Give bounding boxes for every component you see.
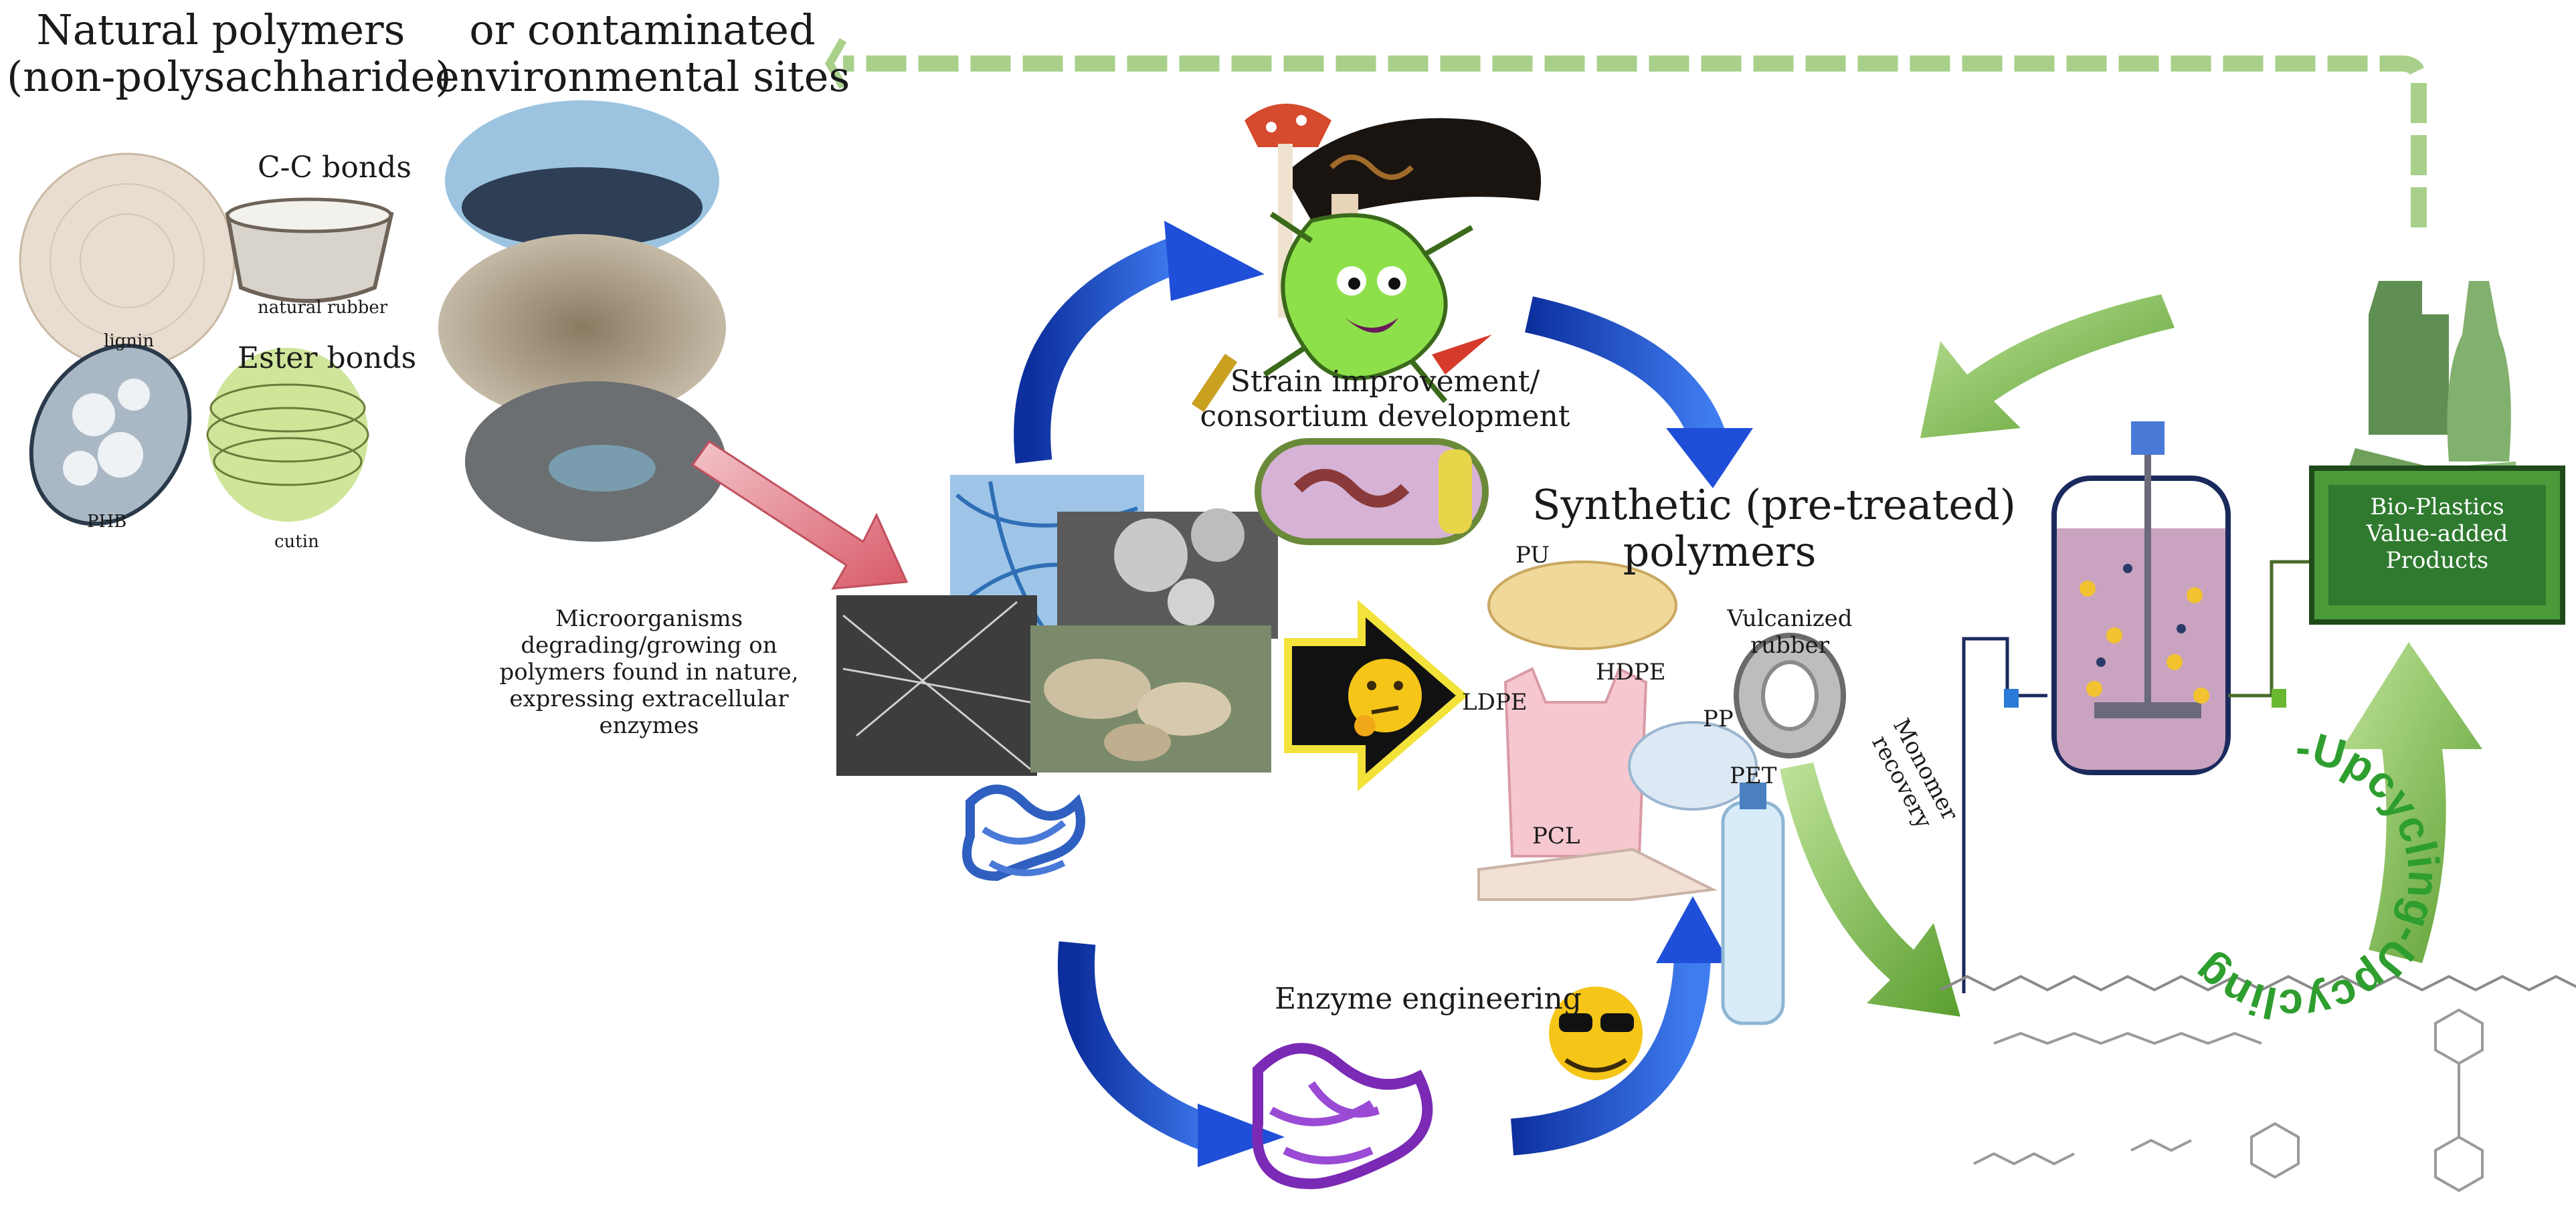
upcycling-text: -Upcycling-Upcycling — [2184, 722, 2449, 1030]
bioplastics-label-line2: Value-added — [2366, 520, 2508, 547]
cutin-image — [207, 348, 368, 522]
cutin-label: cutin — [274, 532, 319, 552]
ldpe-label: LDPE — [1462, 689, 1528, 716]
blue-arrowhead-2 — [1666, 428, 1753, 488]
pu-sponge-image — [1487, 560, 1677, 650]
pu-label: PU — [1515, 542, 1550, 569]
pcl-label: PCL — [1532, 823, 1580, 849]
bioplastics-label: Bio-Plastics Value-added Products — [2328, 494, 2546, 574]
synthetic-polymers-images — [1477, 560, 1846, 1025]
microorganism-images — [836, 475, 1278, 776]
blue-cycle-arrows — [1014, 221, 1753, 1167]
pp-label: PP — [1703, 706, 1734, 732]
microorganisms-label: Microorganisms degrading/growing on poly… — [495, 605, 803, 739]
enzyme-structure-icon — [962, 785, 1433, 1190]
ester-bonds-label: Ester bonds — [238, 341, 417, 375]
synthetic-polymers-title: Synthetic (pre-treated) polymers — [1532, 480, 2016, 576]
vulcanized-rubber-label-line2: rubber — [1750, 632, 1830, 659]
natural-polymers-images — [19, 152, 394, 526]
pet-label: PET — [1730, 762, 1777, 789]
contaminated-sites-title-line1: or contaminated — [469, 5, 816, 54]
monomer-structures — [1940, 974, 2576, 1193]
natural-rubber-label: natural rubber — [258, 298, 388, 318]
pp-mask-image — [1628, 721, 1758, 811]
microorganisms-label-line5: enzymes — [599, 712, 699, 739]
contaminated-sites-title-line2: environmental sites — [435, 52, 850, 101]
bioplastics-label-line1: Bio-Plastics — [2370, 494, 2504, 520]
natural-polymers-title: Natural polymers (non-polysachharide) — [7, 5, 452, 101]
thinking-emoji-icon — [1348, 659, 1422, 736]
natural-polymers-title-line2: (non-polysachharide) — [7, 52, 452, 101]
microbe-icon — [1263, 211, 1492, 403]
green-arrows — [1780, 294, 2482, 1017]
red-arrow — [691, 439, 909, 590]
contaminated-sites-images — [438, 100, 726, 542]
microorganisms-label-line1: Microorganisms — [555, 605, 743, 632]
strain-improvement-label-line1: Strain improvement/ — [1230, 365, 1540, 399]
product-box — [2309, 466, 2565, 625]
synthetic-polymers-title-line1: Synthetic (pre-treated) — [1532, 480, 2016, 529]
bioreactor-icon — [1962, 421, 2315, 993]
lignin-label: lignin — [104, 331, 155, 351]
vulcanized-rubber-label: Vulcanized rubber — [1716, 605, 1863, 659]
strain-improvement-label-line2: consortium development — [1200, 399, 1570, 433]
contaminated-sites-title: or contaminated environmental sites — [435, 7, 850, 100]
pet-bottle-image — [1721, 801, 1785, 1025]
blue-arrowhead-3 — [1198, 1104, 1285, 1167]
vulcanized-rubber-label-line1: Vulcanized — [1727, 605, 1853, 632]
phb-label: PHB — [87, 512, 127, 532]
natural-polymers-title-line1: Natural polymers — [36, 5, 405, 54]
ldpe-bag-image — [1503, 667, 1648, 857]
microorganisms-label-line3: polymers found in nature, — [499, 659, 799, 686]
pcl-cast-image — [1477, 847, 1718, 901]
enzyme-engineering-label: Enzyme engineering — [1275, 982, 1582, 1016]
upcycling-circle-text: -Upcycling-Upcycling — [2184, 722, 2449, 1030]
cc-bonds-label: C-C bonds — [258, 150, 411, 185]
svg-text:-Upcycling-Upcycling: -Upcycling-Upcycling — [2184, 722, 2449, 1030]
blue-arrowhead-4 — [1656, 896, 1730, 963]
microorganisms-label-line2: degrading/growing on — [521, 632, 777, 659]
bioplastics-label-line3: Products — [2385, 547, 2489, 574]
synthetic-polymers-title-line2: polymers — [1623, 527, 1817, 576]
return-dashed-arrow — [825, 38, 2427, 227]
blue-arrowhead-1 — [1164, 221, 1265, 301]
microorganisms-label-line4: expressing extracellular — [509, 686, 789, 712]
bacterium-icon — [1191, 353, 1489, 545]
strain-improvement-label: Strain improvement/ consortium developme… — [1198, 365, 1572, 434]
hdpe-label: HDPE — [1596, 659, 1666, 686]
sunglasses-emoji-icon — [1549, 987, 1643, 1080]
